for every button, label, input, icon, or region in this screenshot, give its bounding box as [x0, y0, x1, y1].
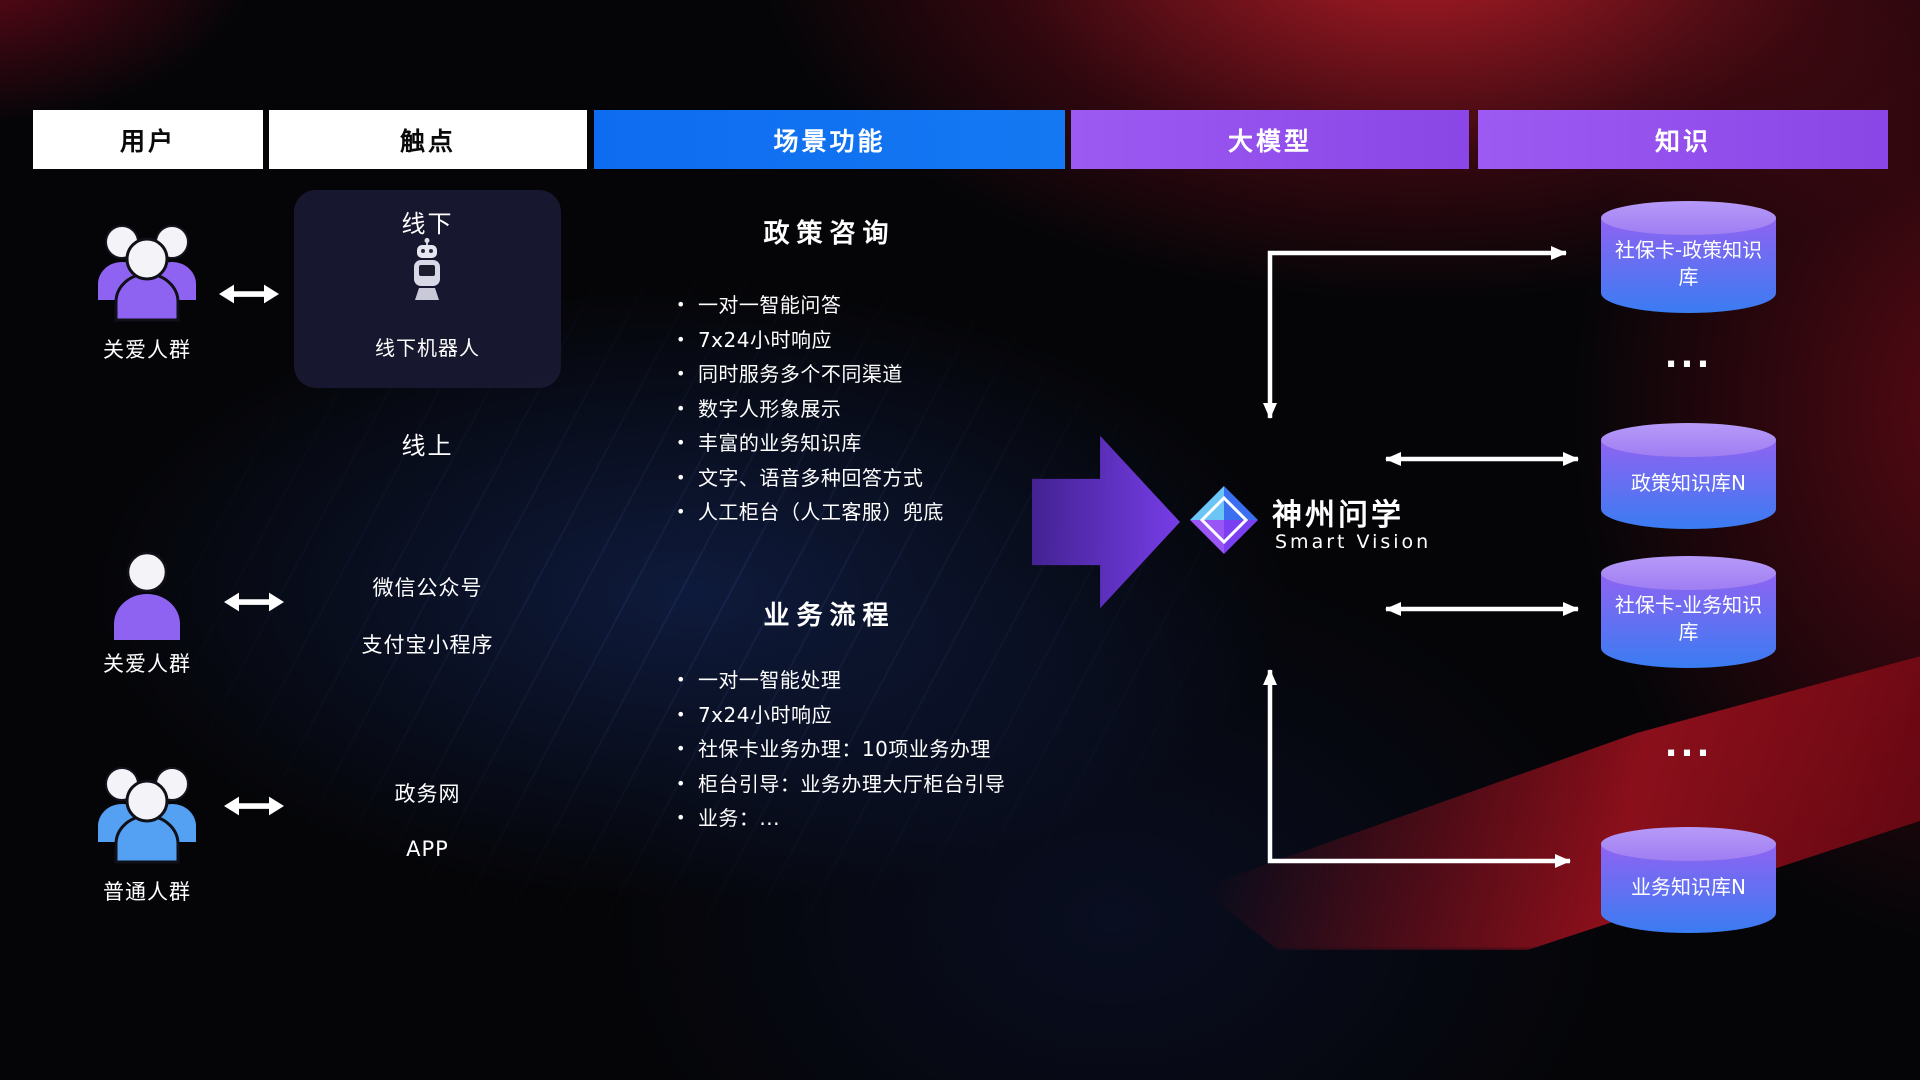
- scenario-title-business: 业务流程: [763, 601, 896, 631]
- list-item: 数字人形象展示: [676, 393, 1076, 428]
- user-group-purple-icon: [98, 225, 196, 322]
- header-knowledge-label: 知识: [1654, 126, 1711, 156]
- channel-gov-web: 政务网: [394, 782, 461, 806]
- knowledge-db-business-n: 业务知识库N: [1601, 827, 1776, 933]
- header-touchpoints-label: 触点: [399, 126, 456, 156]
- model-subtitle: Smart Vision: [1275, 531, 1432, 553]
- offline-touchpoint-card: 线下 线下机器人: [294, 190, 561, 388]
- online-title: 线上: [401, 432, 454, 460]
- user-group-3-label: 普通人群: [103, 880, 191, 904]
- cylinder-top: [1601, 556, 1776, 590]
- list-item: 一对一智能处理: [676, 664, 1076, 699]
- knowledge-db-policy-social: 社保卡-政策知识库: [1601, 201, 1776, 313]
- list-item: 人工柜台（人工客服）兜底: [676, 496, 1076, 531]
- robot-icon: [414, 238, 440, 300]
- ellipsis-dots: ...: [1664, 725, 1713, 765]
- header-knowledge: 知识: [1478, 110, 1888, 169]
- double-arrow-icon: [219, 284, 279, 304]
- header-scenario-label: 场景功能: [773, 126, 886, 156]
- knowledge-db-label: 政策知识库N: [1631, 470, 1746, 495]
- smart-vision-logo-icon: [1190, 486, 1258, 554]
- cylinder-top: [1601, 827, 1776, 861]
- scenario-title-policy: 政策咨询: [763, 219, 896, 249]
- user-person-purple-icon: [114, 551, 180, 640]
- header-large-model-label: 大模型: [1227, 126, 1312, 156]
- cylinder-top: [1601, 423, 1776, 457]
- ellipsis-dots: ...: [1664, 336, 1713, 376]
- header-touchpoints: 触点: [269, 110, 587, 169]
- list-item: 同时服务多个不同渠道: [676, 358, 1076, 393]
- list-item: 7x24小时响应: [676, 699, 1076, 734]
- header-users-label: 用户: [119, 126, 176, 156]
- list-item: 文字、语音多种回答方式: [676, 462, 1076, 497]
- header-users: 用户: [33, 110, 263, 169]
- double-arrow-icon: [224, 796, 284, 816]
- offline-robot-label: 线下机器人: [375, 336, 480, 360]
- list-item: 7x24小时响应: [676, 324, 1076, 359]
- offline-title: 线下: [401, 210, 454, 238]
- list-item: 社保卡业务办理：10项业务办理: [676, 733, 1076, 768]
- user-group-1-label: 关爱人群: [103, 338, 191, 362]
- channel-app: APP: [406, 837, 449, 861]
- knowledge-db-label: 业务知识库N: [1631, 874, 1746, 899]
- header-large-model: 大模型: [1071, 110, 1469, 169]
- list-item: 丰富的业务知识库: [676, 427, 1076, 462]
- user-group-blue-icon: [98, 767, 196, 864]
- knowledge-db-label: 社保卡-政策知识库: [1614, 238, 1763, 289]
- scenario-business-list: 一对一智能处理 7x24小时响应 社保卡业务办理：10项业务办理 柜台引导：业务…: [676, 664, 1076, 837]
- model-name: 神州问学: [1272, 498, 1404, 533]
- knowledge-db-label: 社保卡-业务知识库: [1614, 593, 1763, 644]
- scenario-policy-list: 一对一智能问答 7x24小时响应 同时服务多个不同渠道 数字人形象展示 丰富的业…: [676, 289, 1076, 531]
- list-item: 柜台引导：业务办理大厅柜台引导: [676, 768, 1076, 803]
- header-scenario-functions: 场景功能: [594, 110, 1065, 169]
- double-arrow-icon: [224, 592, 284, 612]
- knowledge-db-policy-n: 政策知识库N: [1601, 423, 1776, 529]
- channel-alipay: 支付宝小程序: [361, 633, 494, 657]
- knowledge-db-business-social: 社保卡-业务知识库: [1601, 556, 1776, 668]
- cylinder-top: [1601, 201, 1776, 235]
- channel-wechat: 微信公众号: [372, 576, 483, 600]
- list-item: 一对一智能问答: [676, 289, 1076, 324]
- list-item: 业务：...: [676, 802, 1076, 837]
- user-group-2-label: 关爱人群: [103, 652, 191, 676]
